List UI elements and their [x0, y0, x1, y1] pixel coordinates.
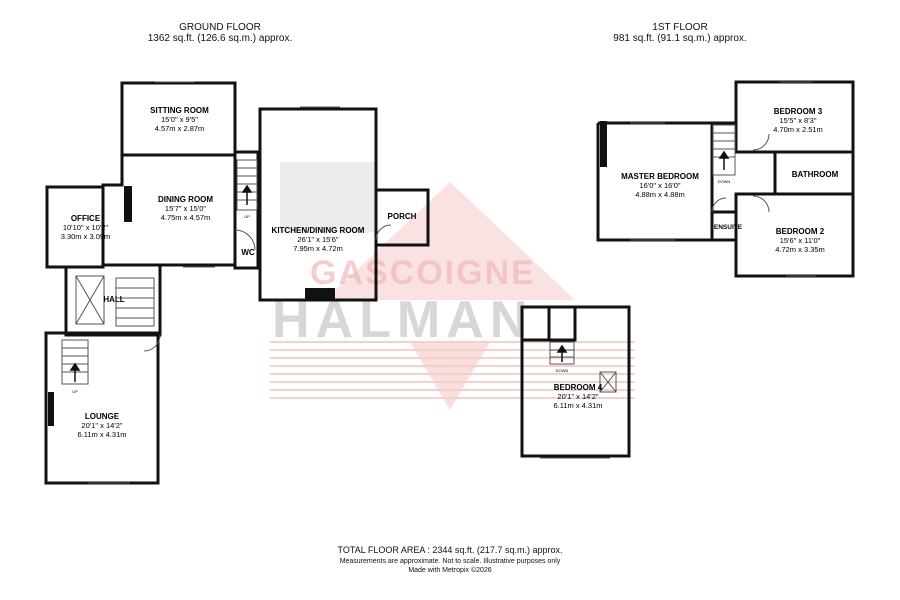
room-imperial: 15'6" x 11'0" [779, 236, 821, 245]
room-name: OFFICE [70, 214, 101, 223]
room-bedroom-3: BEDROOM 3 15'5" x 8'3" 4.70m x 2.51m [758, 107, 838, 134]
ground-floor-area: 1362 sq.ft. (126.6 sq.m.) approx. [147, 33, 293, 44]
room-name: KITCHEN/DINING ROOM [271, 226, 365, 235]
first-floor-title: 1ST FLOOR [652, 22, 708, 33]
room-name: BEDROOM 4 [553, 383, 603, 392]
room-name: DINING ROOM [157, 195, 214, 204]
room-lounge: LOUNGE 20'1" x 14'2" 6.11m x 4.31m [60, 412, 144, 439]
porch-walls [374, 188, 430, 247]
room-metric: 4.75m x 4.57m [160, 213, 211, 222]
room-porch: PORCH [380, 212, 424, 221]
ensuite-walls [712, 210, 738, 242]
room-name: BATHROOM [791, 170, 839, 179]
room-imperial: 16'0" x 16'0" [639, 181, 681, 190]
room-metric: 6.11m x 4.31m [77, 430, 127, 439]
room-wc: WC [238, 248, 258, 257]
room-dining: DINING ROOM 15'7" x 15'0" 4.75m x 4.57m [138, 195, 233, 222]
room-metric: 3.30m x 3.09m [60, 232, 111, 241]
room-metric: 4.57m x 2.87m [154, 124, 205, 133]
room-imperial: 20'1" x 14'2" [557, 392, 599, 401]
room-hall: HALL [96, 295, 132, 304]
first-floor-header: 1ST FLOOR 981 sq.ft. (91.1 sq.m.) approx… [590, 22, 770, 44]
metropix-credit: Made with Metropix ©2026 [408, 567, 492, 574]
stair-down-label: DOWN [555, 368, 569, 373]
room-sitting: SITTING ROOM 15'0" x 9'5" 4.57m x 2.87m [132, 106, 227, 133]
room-metric: 4.72m x 3.35m [775, 245, 825, 254]
room-master-bedroom: MASTER BEDROOM 16'0" x 16'0" 4.88m x 4.8… [610, 172, 710, 199]
room-metric: 7.95m x 4.72m [293, 244, 343, 253]
first-floor-area: 981 sq.ft. (91.1 sq.m.) approx. [613, 33, 747, 44]
room-name: BEDROOM 3 [773, 107, 823, 116]
total-floor-area: TOTAL FLOOR AREA : 2344 sq.ft. (217.7 sq… [337, 545, 563, 555]
room-metric: 4.88m x 4.88m [635, 190, 685, 199]
room-imperial: 26'1" x 15'6" [297, 235, 339, 244]
room-imperial: 20'1" x 14'2" [81, 421, 123, 430]
room-name: SITTING ROOM [150, 106, 209, 115]
room-metric: 4.70m x 2.51m [773, 125, 823, 134]
stair-up-label: UP [244, 214, 250, 219]
room-imperial: 10'10" x 10'2" [62, 223, 109, 232]
watermark-text-1: GASCOIGNE [310, 254, 536, 292]
stair-up-label: UP [72, 389, 78, 394]
sitting-room-walls [120, 81, 237, 157]
ground-floor-title: GROUND FLOOR [179, 22, 261, 33]
ground-floor-header: GROUND FLOOR 1362 sq.ft. (126.6 sq.m.) a… [130, 22, 310, 44]
room-name: ENSUITE [713, 224, 743, 231]
room-name: PORCH [387, 212, 417, 221]
room-ensuite: ENSUITE [708, 223, 748, 232]
room-bathroom: BATHROOM [780, 170, 850, 179]
room-name: HALL [103, 295, 125, 304]
kitchen-walls [258, 107, 378, 302]
wc-walls [233, 150, 260, 270]
room-name: LOUNGE [84, 412, 120, 421]
room-imperial: 15'7" x 15'0" [164, 204, 207, 213]
room-bedroom-4: BEDROOM 4 20'1" x 14'2" 6.11m x 4.31m [538, 383, 618, 410]
room-metric: 6.11m x 4.31m [553, 401, 603, 410]
room-office: OFFICE 10'10" x 10'2" 3.30m x 3.09m [48, 214, 123, 241]
room-name: BEDROOM 2 [775, 227, 825, 236]
room-name: MASTER BEDROOM [621, 172, 699, 181]
hall-walls [64, 265, 162, 337]
office-walls [45, 185, 105, 269]
room-imperial: 15'5" x 8'3" [779, 116, 817, 125]
stair-down-label: DOWN [717, 179, 731, 184]
room-imperial: 15'0" x 9'5" [161, 115, 198, 124]
room-bedroom-2: BEDROOM 2 15'6" x 11'0" 4.72m x 3.35m [758, 227, 842, 254]
room-name: WC [241, 248, 255, 257]
disclaimer: Measurements are approximate. Not to sca… [339, 558, 561, 565]
room-kitchen: KITCHEN/DINING ROOM 26'1" x 15'6" 7.95m … [262, 226, 374, 253]
